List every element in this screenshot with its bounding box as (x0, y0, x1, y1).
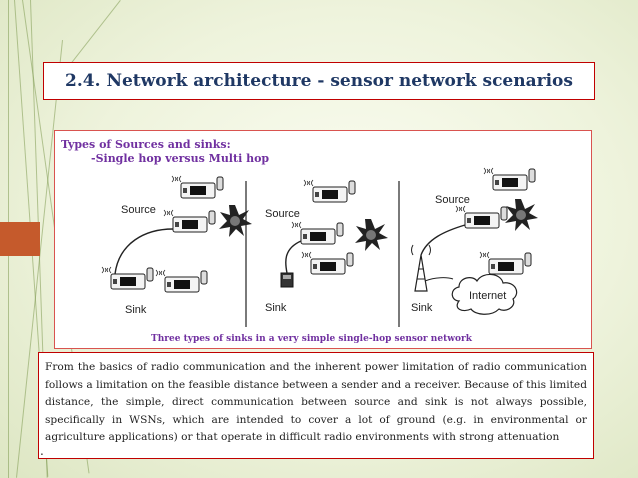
link-line (420, 224, 466, 256)
figure-panel: Source Sink Source Sink (54, 130, 592, 349)
figure-heading: Types of Sources and sinks: (61, 138, 231, 151)
scenario-2: Source Sink (265, 179, 388, 314)
slide-title: 2.4. Network architecture - sensor netwo… (65, 71, 573, 91)
sensor-node-icon (483, 167, 536, 191)
sensor-node-icon (303, 179, 356, 203)
sensor-node-icon (301, 251, 354, 275)
internet-cloud-icon (451, 273, 518, 315)
sensor-node-icon (171, 175, 224, 199)
scenario-3: Source Sink Internet (411, 167, 538, 315)
source-label: Source (265, 208, 300, 220)
accent-tab (0, 222, 40, 256)
body-text-box: From the basics of radio communication a… (38, 352, 594, 459)
sink-label: Sink (125, 304, 147, 316)
sink-label: Sink (411, 302, 433, 314)
internet-label: Internet (469, 290, 506, 302)
slide-title-box: 2.4. Network architecture - sensor netwo… (43, 62, 595, 100)
link-line (424, 277, 454, 282)
sensor-node-icon (155, 269, 208, 293)
scenario-1: Source Sink (101, 175, 252, 316)
sensor-node-icon (101, 266, 154, 290)
sensor-node-icon (291, 221, 344, 245)
bullet-point: . (40, 444, 44, 458)
figure-caption: Three types of sinks in a very simple si… (151, 334, 472, 344)
event-burst-icon (505, 199, 538, 231)
source-label: Source (435, 194, 470, 206)
source-label: Source (121, 204, 156, 216)
link-line (114, 228, 174, 275)
antenna-tower-icon (411, 244, 431, 292)
sensor-network-diagram: Source Sink Source Sink (101, 167, 538, 327)
event-burst-icon (219, 205, 252, 237)
body-text: From the basics of radio communication a… (45, 361, 587, 444)
sensor-node-icon (479, 251, 532, 275)
sink-label: Sink (265, 302, 287, 314)
figure-subheading: -Single hop versus Multi hop (91, 152, 270, 165)
event-burst-icon (355, 219, 388, 251)
link-line (285, 240, 302, 274)
